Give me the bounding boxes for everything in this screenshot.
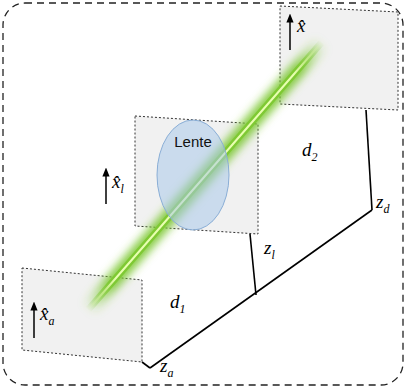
light-beam — [88, 42, 322, 310]
axis-arrow — [33, 306, 35, 338]
lens-outline — [157, 120, 229, 230]
math-label: d1 — [170, 292, 186, 311]
plane-tick — [250, 234, 256, 295]
light-beam-core — [88, 42, 322, 310]
symbol: x̂ — [40, 303, 48, 324]
plane-tick — [366, 110, 372, 210]
subscript: l — [120, 182, 123, 196]
math-label: x̂ — [297, 16, 305, 35]
symbol: x̂ — [297, 15, 305, 36]
math-label: x̂a — [40, 304, 54, 323]
axis-arrow — [105, 172, 107, 204]
subscript: 1 — [180, 302, 186, 316]
lens-label: Lente — [156, 133, 230, 150]
optical-axis — [150, 210, 372, 368]
subscript: a — [48, 314, 54, 328]
symbol: d — [302, 139, 312, 160]
math-label: x̂l — [112, 172, 124, 191]
symbol: x̂ — [112, 171, 120, 192]
lens: Lente — [156, 119, 230, 231]
plane-tick — [142, 362, 150, 368]
math-label: zd — [376, 192, 389, 211]
light-beam — [88, 42, 322, 310]
axis-arrow — [289, 18, 291, 50]
subscript: d — [383, 202, 389, 216]
frame-border — [3, 3, 403, 385]
math-label: zl — [264, 238, 275, 257]
subscript: a — [167, 366, 173, 380]
math-label: d2 — [302, 140, 318, 159]
symbol: z — [264, 237, 271, 258]
symbol: d — [170, 291, 180, 312]
symbol: z — [376, 191, 383, 212]
subscript: 2 — [312, 150, 318, 164]
math-label: za — [160, 356, 173, 375]
symbol: z — [160, 355, 167, 376]
subscript: l — [271, 248, 274, 262]
